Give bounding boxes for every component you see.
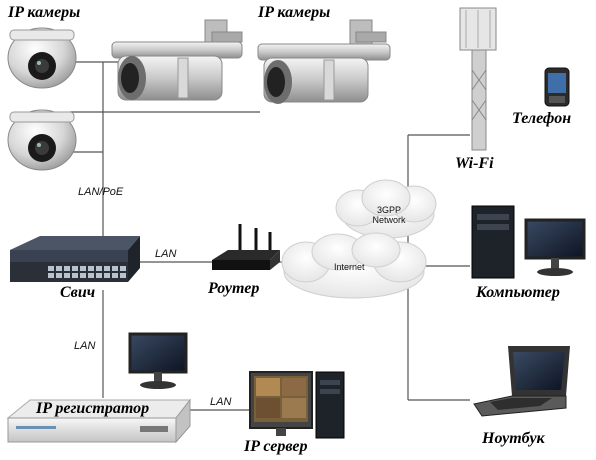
- switch-device-icon: [10, 236, 140, 282]
- ip-server-label: IP сервер: [244, 438, 308, 455]
- ip-recorder-label: IP регистратор: [36, 400, 150, 417]
- dome-camera-1-icon: [7, 27, 77, 89]
- cloud-3gpp-icon: [335, 179, 437, 239]
- lan-server-label: LAN: [210, 396, 232, 408]
- network-3gpp-line2: Network: [372, 215, 406, 225]
- switch-label: Свич: [60, 284, 96, 301]
- router-device-icon: [212, 224, 280, 270]
- network-3gpp-line1: 3GPP: [376, 205, 401, 215]
- internet-label: Internet: [334, 262, 365, 272]
- ip-cameras-left-label: IP камеры: [8, 4, 81, 21]
- cloud-internet-icon: [281, 232, 427, 299]
- computer-device-icon: [471, 205, 586, 279]
- network-3gpp-label: 3GPP Network: [366, 205, 412, 225]
- laptop-label: Ноутбук: [482, 430, 545, 447]
- ip-cameras-top-label: IP камеры: [258, 4, 331, 21]
- phone-label: Телефон: [512, 110, 572, 127]
- router-label: Роутер: [208, 280, 260, 297]
- lan-poe-label: LAN/PoE: [78, 186, 124, 198]
- dome-camera-2-icon: [7, 109, 77, 171]
- bullet-camera-2-icon: [257, 19, 391, 104]
- ip-recorder-device-icon: [6, 398, 192, 444]
- recorder-monitor-icon: [128, 332, 188, 389]
- lan-vertical-label: LAN: [74, 340, 96, 352]
- laptop-device-icon: [473, 346, 570, 417]
- bullet-camera-1-icon: [111, 19, 243, 101]
- wifi-tower-icon: [459, 7, 497, 151]
- lan-switch-router-label: LAN: [155, 248, 177, 260]
- wifi-label: Wi-Fi: [455, 155, 494, 172]
- phone-icon: [544, 67, 570, 107]
- ip-server-device-icon: [249, 371, 345, 439]
- computer-label: Компьютер: [476, 284, 560, 301]
